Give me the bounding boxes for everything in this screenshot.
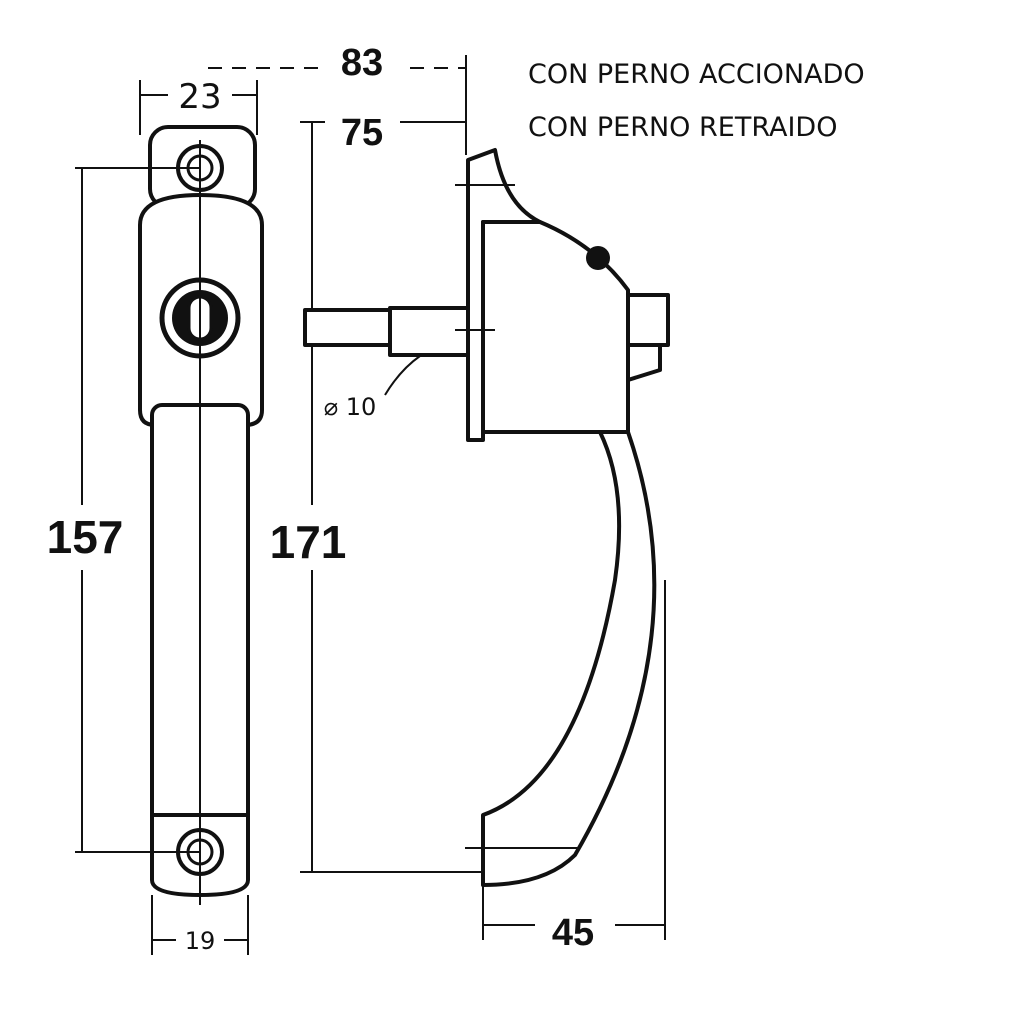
dimension-label: 157 bbox=[47, 511, 124, 563]
dimension-label: 75 bbox=[341, 112, 383, 154]
dimension-83: 83 bbox=[208, 42, 467, 155]
handle-lever bbox=[481, 430, 657, 887]
dimension-label: 45 bbox=[552, 912, 594, 954]
legend-extended: CON PERNO ACCIONADO bbox=[528, 59, 865, 90]
dimension-label: 83 bbox=[341, 42, 383, 84]
dimension-75: 75 bbox=[300, 112, 466, 154]
dimension-45: 45 bbox=[482, 580, 666, 954]
front-view bbox=[75, 125, 264, 905]
dimension-label: 19 bbox=[185, 927, 216, 955]
dimension-157: 157 bbox=[47, 168, 124, 852]
dimension-23: 23 bbox=[139, 77, 258, 135]
dimension-171: 171 bbox=[270, 122, 483, 873]
dimension-label: 23 bbox=[178, 77, 221, 117]
side-view bbox=[303, 148, 670, 887]
spindle-tip bbox=[303, 308, 395, 347]
dimension-19: 19 bbox=[151, 895, 249, 955]
legend-retracted: CON PERNO RETRAIDO bbox=[528, 112, 837, 143]
dimension-label: 171 bbox=[270, 516, 347, 568]
bolt-guide bbox=[626, 343, 662, 382]
dimension-diameter: ⌀ 10 bbox=[324, 355, 421, 421]
spindle bbox=[388, 306, 472, 357]
locking-bolt bbox=[626, 293, 670, 347]
lock-button-icon bbox=[586, 246, 610, 270]
dimension-label: ⌀ 10 bbox=[324, 393, 377, 421]
